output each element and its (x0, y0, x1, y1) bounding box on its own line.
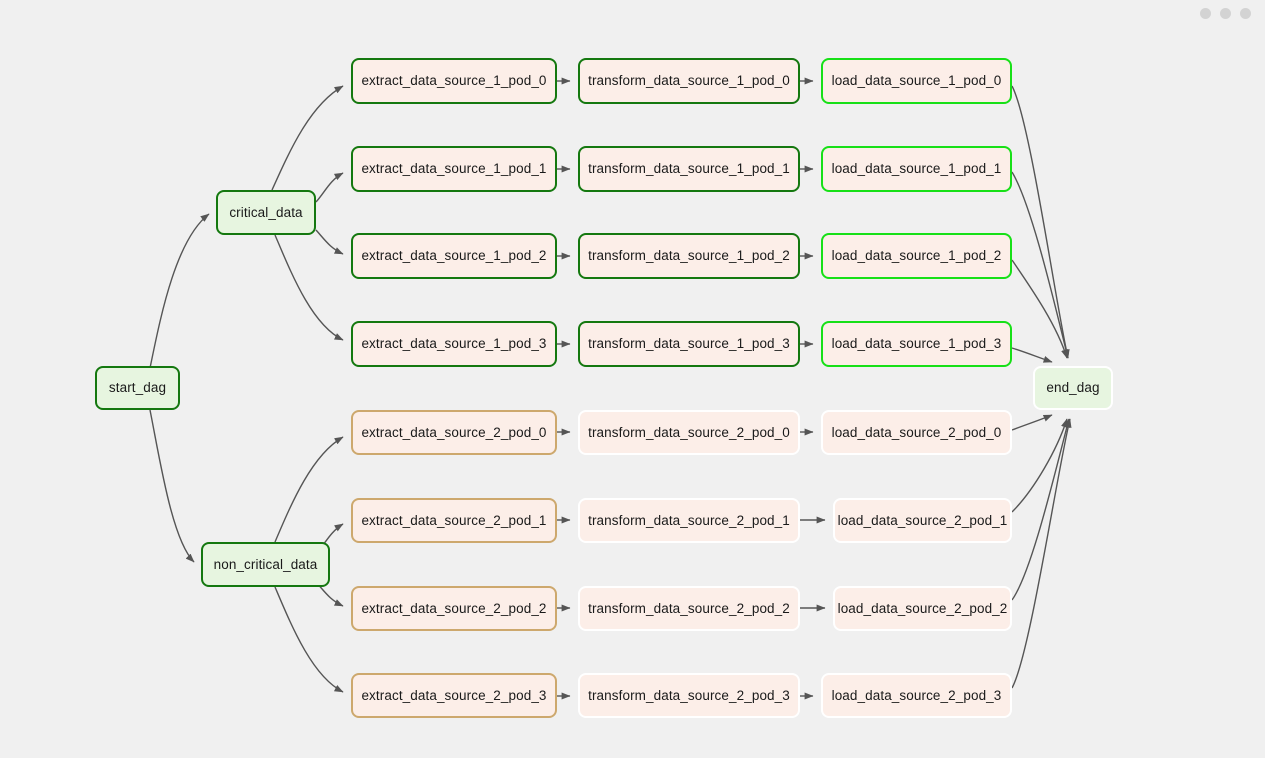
dag-node-load-data-source-2-pod-0[interactable]: load_data_source_2_pod_0 (821, 410, 1012, 455)
dag-node-load-data-source-2-pod-2[interactable]: load_data_source_2_pod_2 (833, 586, 1012, 631)
dag-node-extract-data-source-1-pod-0[interactable]: extract_data_source_1_pod_0 (351, 58, 557, 104)
dag-node-transform-data-source-2-pod-0[interactable]: transform_data_source_2_pod_0 (578, 410, 800, 455)
window-dot-2 (1220, 8, 1231, 19)
dag-node-load-data-source-1-pod-2[interactable]: load_data_source_1_pod_2 (821, 233, 1012, 279)
dag-node-extract-data-source-2-pod-3[interactable]: extract_data_source_2_pod_3 (351, 673, 557, 718)
dag-node-transform-data-source-2-pod-3[interactable]: transform_data_source_2_pod_3 (578, 673, 800, 718)
window-dot-1 (1200, 8, 1211, 19)
window-dots (1200, 8, 1251, 19)
window-dot-3 (1240, 8, 1251, 19)
dag-node-transform-data-source-1-pod-2[interactable]: transform_data_source_1_pod_2 (578, 233, 800, 279)
dag-node-load-data-source-2-pod-3[interactable]: load_data_source_2_pod_3 (821, 673, 1012, 718)
dag-node-transform-data-source-2-pod-2[interactable]: transform_data_source_2_pod_2 (578, 586, 800, 631)
dag-node-extract-data-source-1-pod-1[interactable]: extract_data_source_1_pod_1 (351, 146, 557, 192)
dag-node-transform-data-source-2-pod-1[interactable]: transform_data_source_2_pod_1 (578, 498, 800, 543)
dag-node-extract-data-source-2-pod-2[interactable]: extract_data_source_2_pod_2 (351, 586, 557, 631)
dag-node-critical-data[interactable]: critical_data (216, 190, 316, 235)
dag-node-transform-data-source-1-pod-1[interactable]: transform_data_source_1_pod_1 (578, 146, 800, 192)
dag-node-extract-data-source-1-pod-3[interactable]: extract_data_source_1_pod_3 (351, 321, 557, 367)
dag-node-end-dag[interactable]: end_dag (1033, 366, 1113, 410)
dag-node-extract-data-source-2-pod-1[interactable]: extract_data_source_2_pod_1 (351, 498, 557, 543)
dag-node-load-data-source-1-pod-0[interactable]: load_data_source_1_pod_0 (821, 58, 1012, 104)
dag-node-non-critical-data[interactable]: non_critical_data (201, 542, 330, 587)
dag-node-start-dag[interactable]: start_dag (95, 366, 180, 410)
dag-node-load-data-source-1-pod-1[interactable]: load_data_source_1_pod_1 (821, 146, 1012, 192)
dag-node-transform-data-source-1-pod-3[interactable]: transform_data_source_1_pod_3 (578, 321, 800, 367)
dag-node-transform-data-source-1-pod-0[interactable]: transform_data_source_1_pod_0 (578, 58, 800, 104)
dag-node-load-data-source-2-pod-1[interactable]: load_data_source_2_pod_1 (833, 498, 1012, 543)
dag-node-extract-data-source-2-pod-0[interactable]: extract_data_source_2_pod_0 (351, 410, 557, 455)
dag-node-extract-data-source-1-pod-2[interactable]: extract_data_source_1_pod_2 (351, 233, 557, 279)
dag-node-load-data-source-1-pod-3[interactable]: load_data_source_1_pod_3 (821, 321, 1012, 367)
